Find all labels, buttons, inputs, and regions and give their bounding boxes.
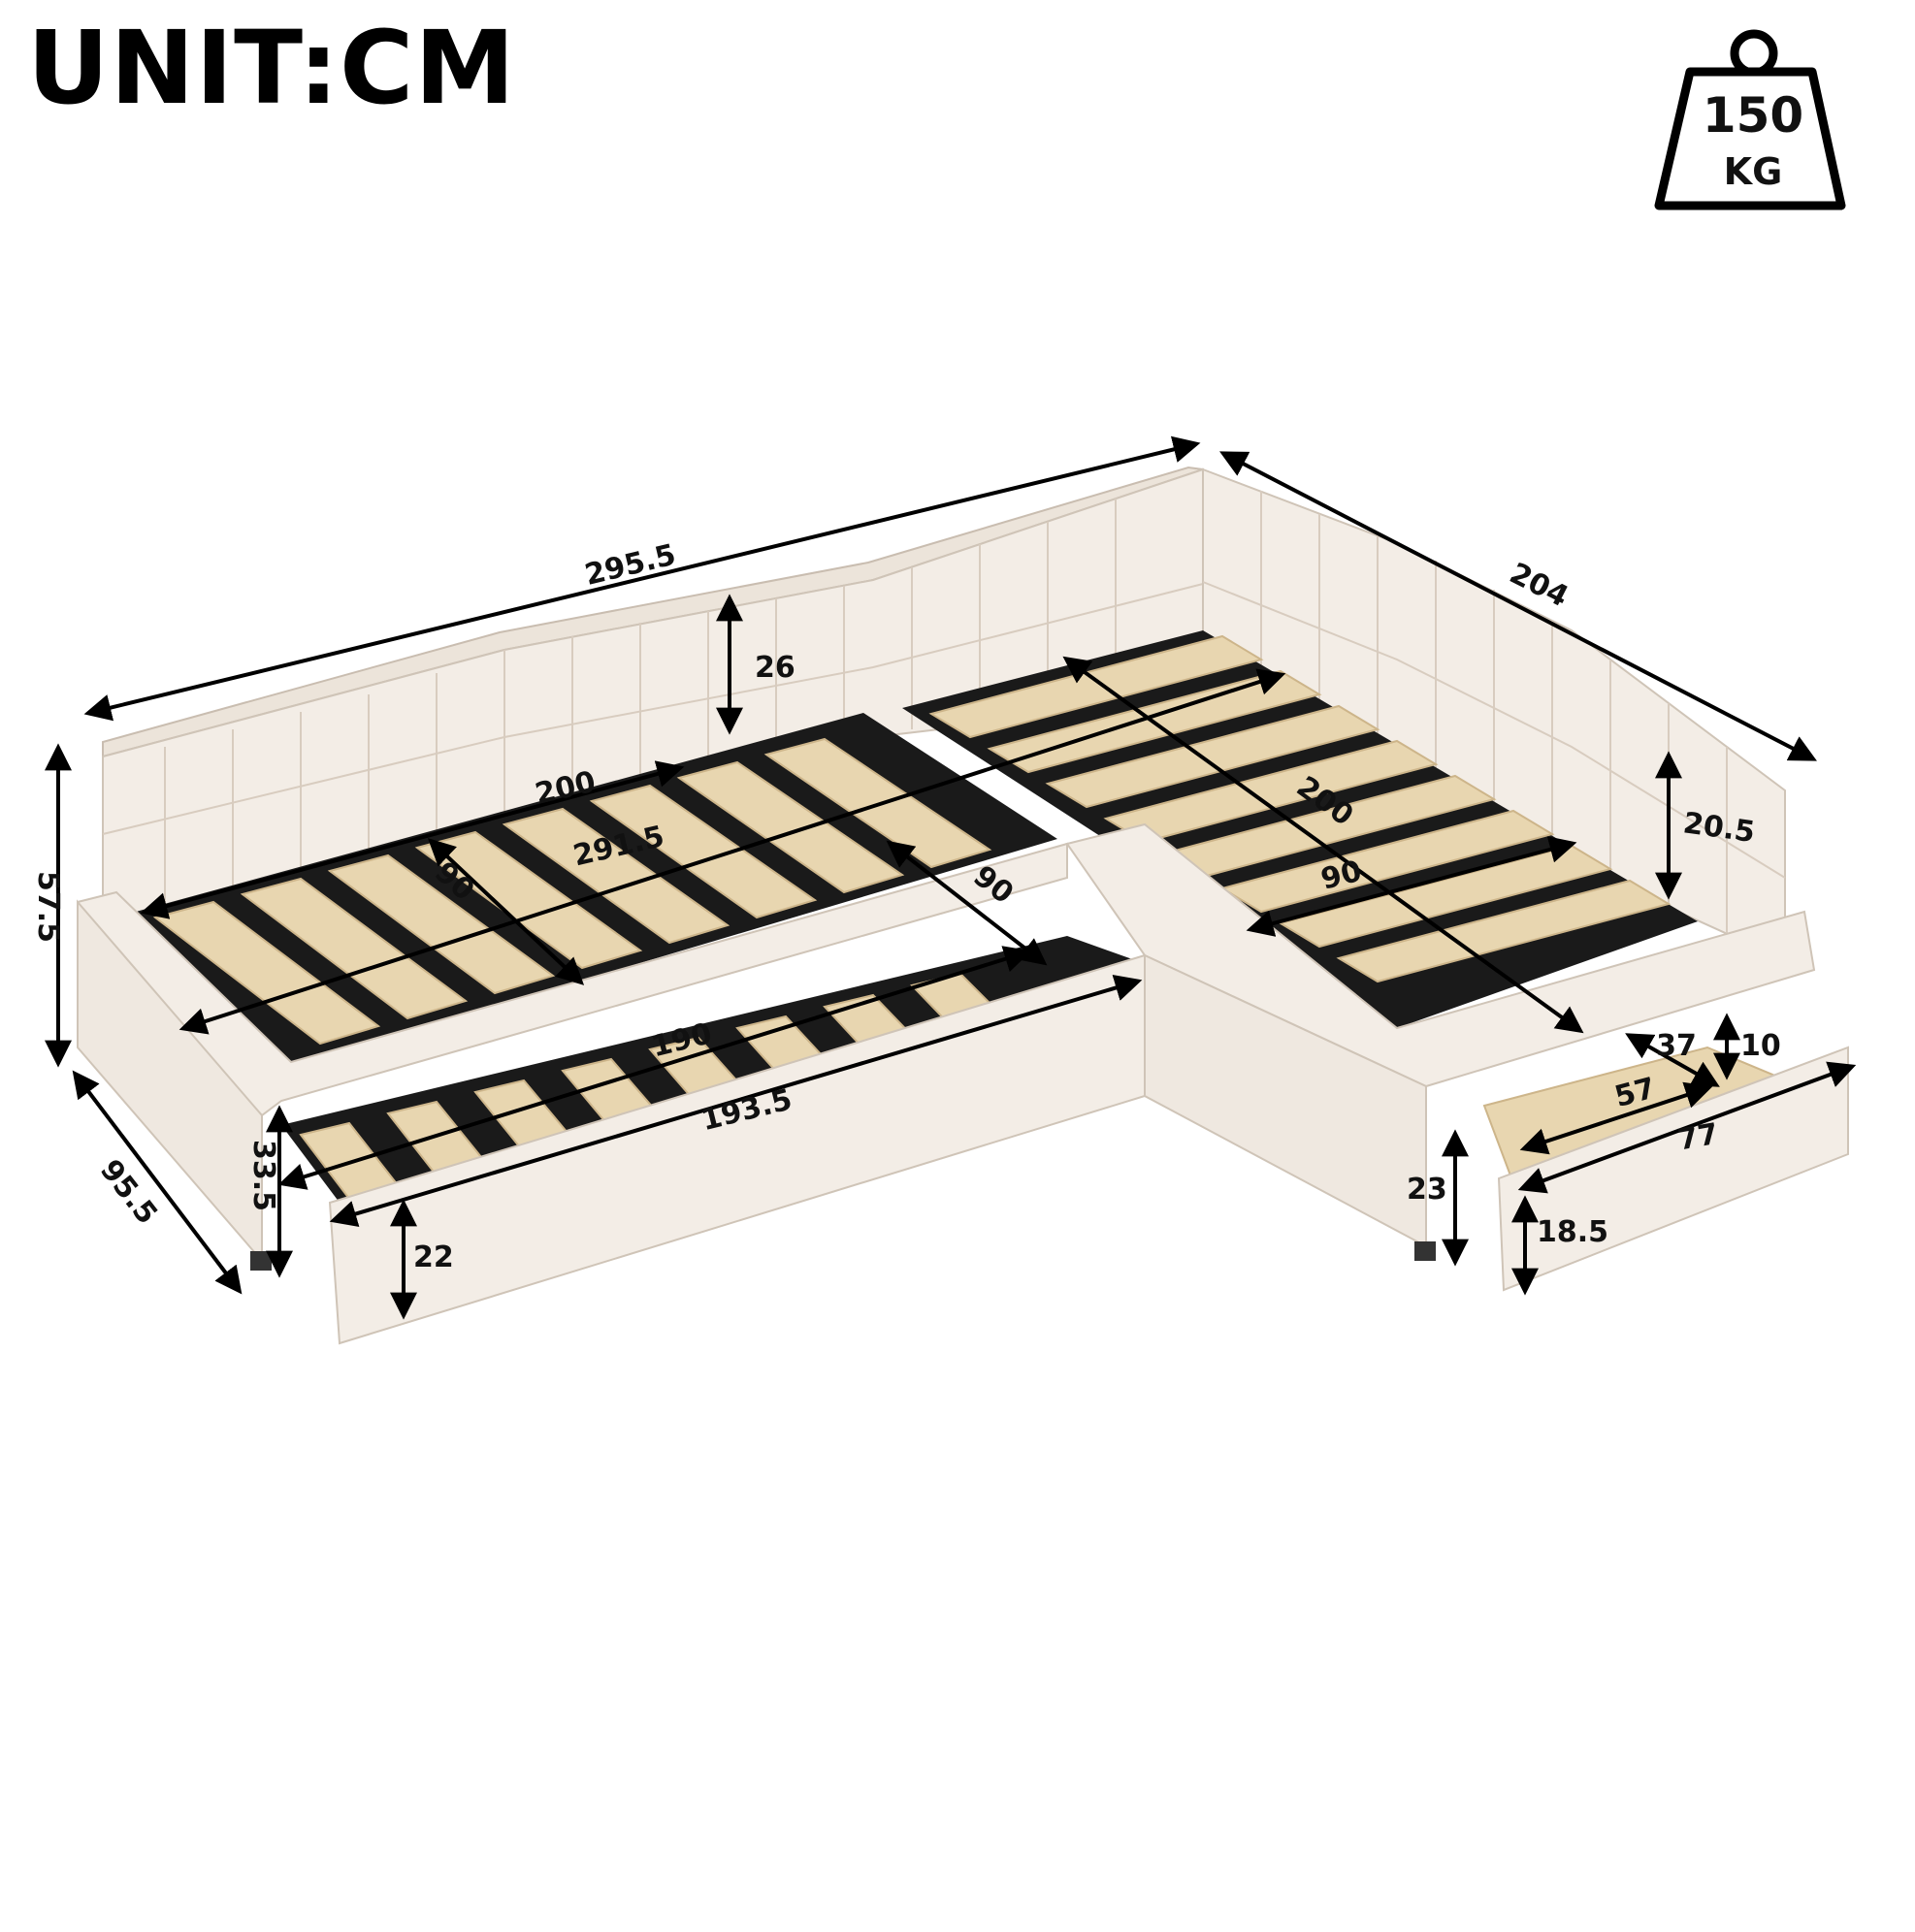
label-drawer-outer-width: 77: [1675, 1117, 1721, 1158]
weight-value: 150: [1703, 87, 1803, 144]
dimension-lines: [45, 435, 1857, 1320]
weight-icon: 150 KG: [1654, 29, 1846, 210]
label-drawer-side-height: 10: [1740, 1029, 1781, 1063]
label-drawer-front-height: 18.5: [1537, 1215, 1608, 1249]
label-total-length: 295.5: [582, 538, 679, 593]
label-drawer-depth: 37: [1656, 1029, 1697, 1063]
label-drawer-height: 23: [1407, 1173, 1447, 1207]
label-total-height: 57.5: [31, 871, 65, 943]
bed-illustration: [77, 466, 1849, 1345]
left-front-leg: [250, 1251, 272, 1271]
label-back-panel-height: 26: [755, 651, 795, 685]
label-front-depth: 95.5: [93, 1153, 164, 1231]
right-front-leg: [1414, 1241, 1436, 1261]
label-trundle-panel-height: 22: [413, 1240, 454, 1274]
weight-unit: KG: [1724, 150, 1783, 193]
label-trundle-height: 33.5: [246, 1140, 280, 1211]
unit-title: UNIT:CM: [27, 9, 516, 127]
